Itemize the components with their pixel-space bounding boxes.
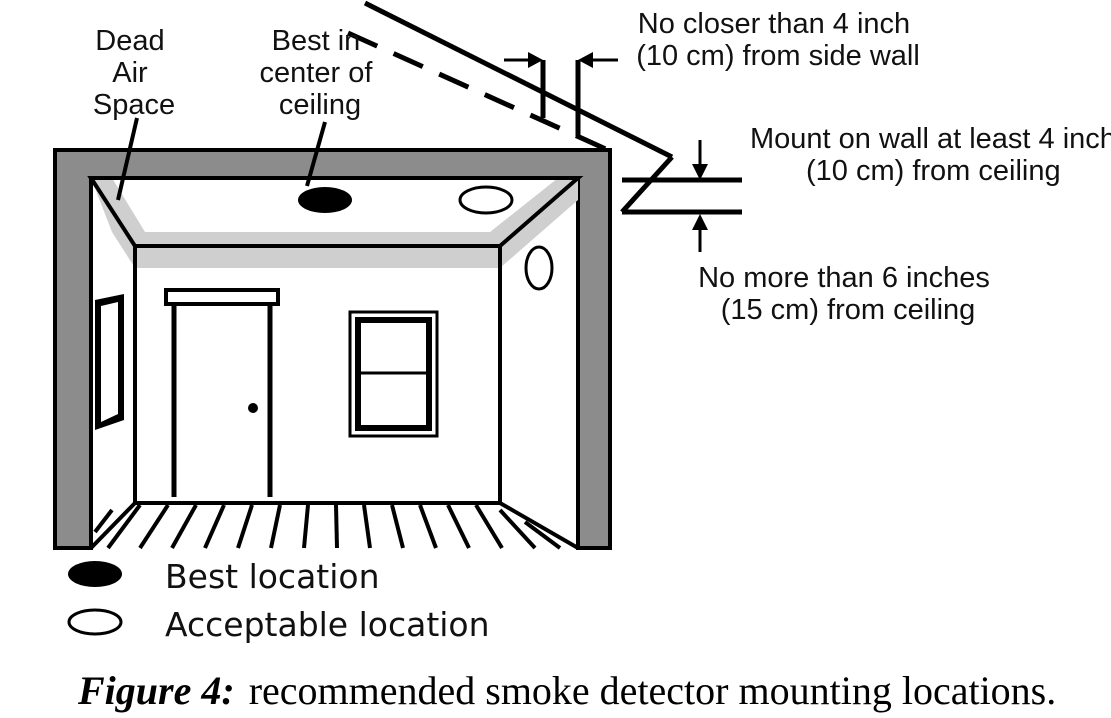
dead-air-leader bbox=[116, 117, 139, 201]
window bbox=[348, 310, 439, 438]
no-more-than-label: No more than 6 inches (15 cm) from ceili… bbox=[698, 262, 998, 326]
dead-air-space-label: Dead Air Space bbox=[93, 25, 175, 121]
mount-on-wall-label: Mount on wall at least 4 inch (10 cm) fr… bbox=[750, 123, 1111, 187]
caption-figure-number: Figure 4: bbox=[77, 668, 235, 713]
legend-best-marker bbox=[68, 561, 122, 587]
legend-best-label: Best location bbox=[165, 557, 380, 596]
legend-acceptable-label: Acceptable location bbox=[165, 605, 490, 644]
legend-acceptable-marker bbox=[67, 608, 123, 636]
side-wall-label: No closer than 4 inch (10 cm) from side … bbox=[636, 8, 920, 72]
caption-text: recommended smoke detector mounting loca… bbox=[249, 668, 1057, 713]
floor-boards bbox=[93, 503, 562, 550]
door bbox=[164, 288, 280, 497]
figure-caption: Figure 4: recommended smoke detector mou… bbox=[77, 668, 1056, 713]
dimension-arrows bbox=[504, 52, 708, 252]
best-in-center-label: Best in center of ceiling bbox=[260, 25, 381, 121]
best-center-leader bbox=[305, 121, 327, 187]
acceptable-ceiling-detector bbox=[458, 185, 514, 215]
best-location-detector bbox=[298, 187, 352, 213]
inner-walls bbox=[89, 246, 579, 550]
acceptable-wall-detector bbox=[524, 245, 554, 291]
door-knob bbox=[248, 403, 258, 413]
legend: Best location Acceptable location bbox=[67, 557, 490, 644]
side-window bbox=[95, 294, 124, 430]
pitched-roof-detail bbox=[346, 0, 742, 215]
